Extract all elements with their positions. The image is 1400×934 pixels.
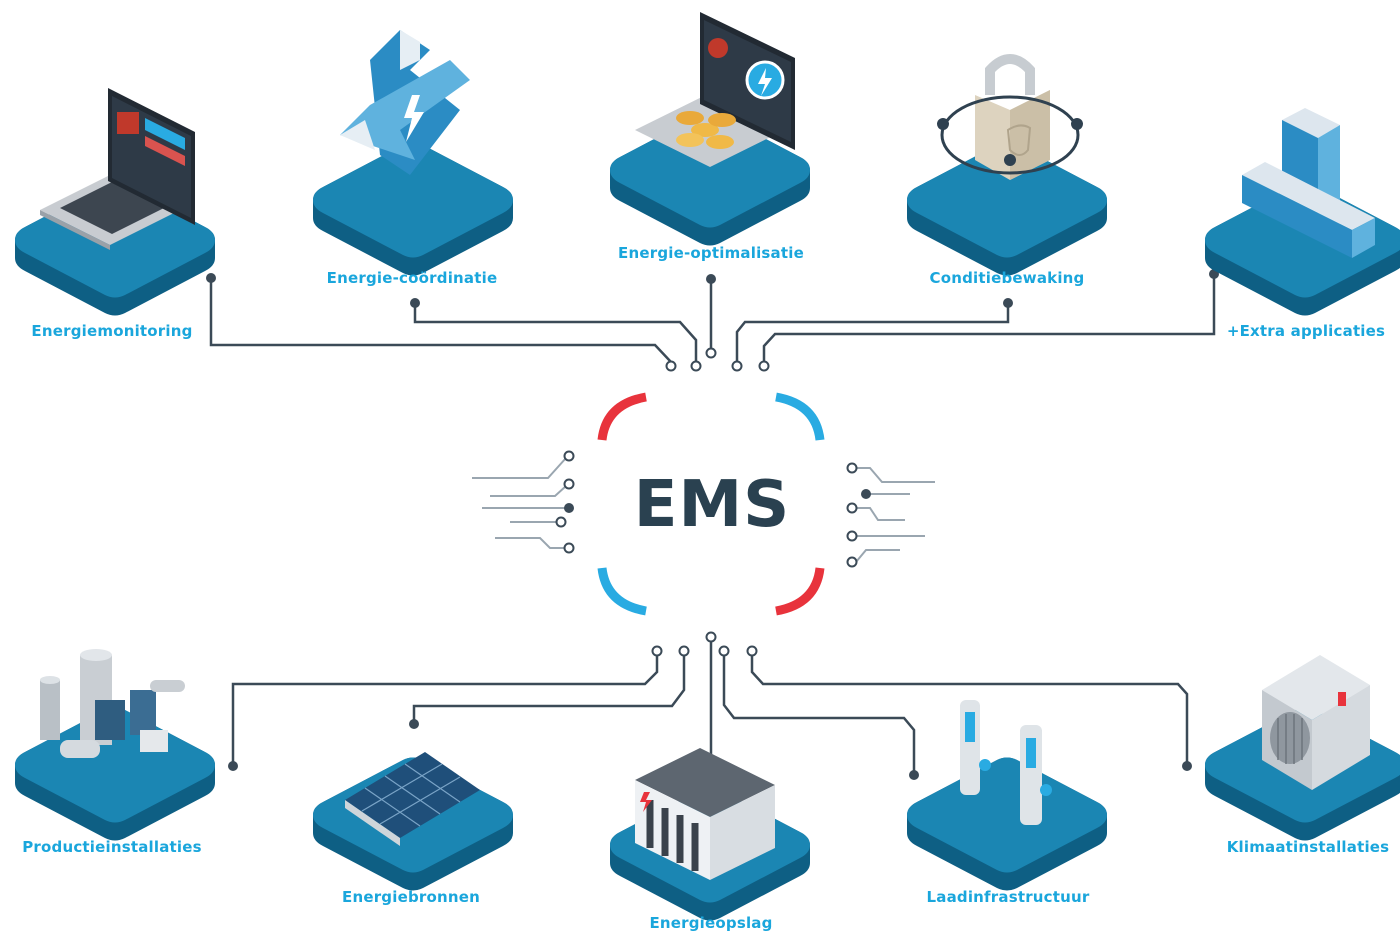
label-energie-optimalisatie: Energie-optimalisatie	[618, 244, 804, 262]
platform-laadinfrastructuur	[907, 757, 1107, 891]
ems-brackets	[597, 392, 825, 616]
label-energiebronnen: Energiebronnen	[342, 888, 480, 906]
solar-panel-icon	[345, 752, 480, 846]
bracket-top-left	[597, 392, 647, 441]
connector-dots-bottom	[228, 631, 1192, 780]
connectors-top	[209, 276, 1216, 363]
label-energiemonitoring: Energiemonitoring	[31, 322, 193, 340]
factory-icon	[40, 649, 185, 758]
side-dots-left	[555, 450, 575, 554]
label-productieinstallaties: Productieinstallaties	[22, 838, 202, 856]
label-laadinfrastructuur: Laadinfrastructuur	[926, 888, 1090, 906]
label-energieopslag: Energieopslag	[649, 914, 773, 932]
bracket-bottom-left	[597, 567, 647, 616]
bracket-bottom-right	[775, 567, 825, 616]
connectors-bottom	[231, 640, 1189, 773]
side-traces-right	[855, 467, 935, 563]
laptop-dashboard-icon	[40, 88, 195, 250]
ev-charger-icon	[960, 700, 1052, 825]
padlock-shield-icon	[937, 54, 1083, 180]
plus-icon	[1242, 108, 1375, 258]
battery-storage-icon	[635, 748, 775, 880]
bracket-top-right	[775, 392, 825, 441]
air-conditioner-icon	[1262, 655, 1370, 790]
side-traces-left	[472, 457, 567, 549]
label-energie-coordinatie: Energie-coördinatie	[326, 269, 498, 287]
ems-title: EMS	[633, 468, 791, 542]
label-klimaatinstallaties: Klimaatinstallaties	[1226, 838, 1390, 856]
laptop-coins-icon	[635, 12, 795, 167]
arrows-lightning-icon	[340, 30, 470, 175]
label-extra-applicaties: +Extra applicaties	[1226, 322, 1386, 340]
side-dots-right	[846, 462, 871, 568]
label-conditiebewaking: Conditiebewaking	[929, 269, 1085, 287]
